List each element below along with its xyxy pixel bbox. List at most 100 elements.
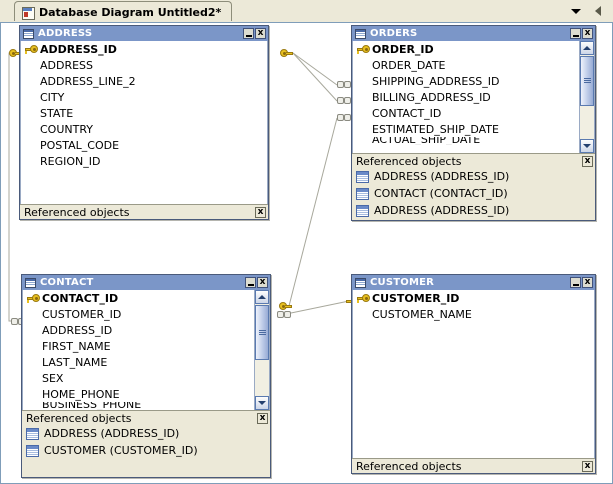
table-title-bar-orders[interactable]: ORDERS x xyxy=(352,26,595,41)
column-name: SHIPPING_ADDRESS_ID xyxy=(372,74,500,88)
close-button-contact[interactable]: x xyxy=(257,277,268,288)
column-row[interactable]: STATE xyxy=(21,105,267,121)
referenced-objects-bar-contact[interactable]: Referenced objects x xyxy=(22,410,270,425)
column-row[interactable]: SEX xyxy=(23,370,269,386)
column-row[interactable]: ACTUAL_SHIP_DATE xyxy=(353,137,594,145)
column-row[interactable]: ADDRESS_ID xyxy=(23,322,269,338)
referenced-objects-list-contact[interactable]: ADDRESS (ADDRESS_ID) CUSTOMER (CUSTOMER_… xyxy=(22,425,270,459)
chevron-down-icon[interactable] xyxy=(570,5,582,17)
scroll-up-button[interactable] xyxy=(255,290,269,304)
referenced-objects-label: Referenced objects xyxy=(356,459,462,473)
column-row[interactable]: COUNTRY xyxy=(21,121,267,137)
table-window-orders[interactable]: ORDERS x ORDER_ID ORDER_DATE SHIPPING_AD… xyxy=(351,25,596,221)
primary-key-icon xyxy=(24,42,40,56)
foreign-key-link-icon-billing-address xyxy=(337,97,351,104)
column-name: CONTACT_ID xyxy=(42,291,119,305)
minimize-button-contact[interactable] xyxy=(245,277,256,288)
vertical-scrollbar-contact[interactable] xyxy=(254,290,269,410)
referenced-objects-label: Referenced objects xyxy=(24,205,130,219)
referenced-objects-label: Referenced objects xyxy=(26,411,132,425)
column-row[interactable]: ADDRESS xyxy=(21,57,267,73)
table-name-customer: CUSTOMER xyxy=(370,277,435,288)
column-row[interactable]: REGION_ID xyxy=(21,153,267,169)
close-icon[interactable]: x xyxy=(257,412,268,424)
column-list-customer[interactable]: CUSTOMER_ID CUSTOMER_NAME xyxy=(352,290,595,458)
column-row[interactable]: ADDRESS_ID xyxy=(21,41,267,57)
table-icon xyxy=(26,444,39,457)
close-icon[interactable]: x xyxy=(582,155,593,167)
scroll-thumb[interactable] xyxy=(255,305,269,360)
column-row[interactable]: CUSTOMER_ID xyxy=(23,306,269,322)
referenced-object-item[interactable]: ADDRESS (ADDRESS_ID) xyxy=(352,202,595,219)
referenced-object-item[interactable]: CUSTOMER (CUSTOMER_ID) xyxy=(22,442,270,459)
foreign-key-link-icon-contact-customer xyxy=(277,311,291,318)
scroll-down-button[interactable] xyxy=(255,396,269,410)
table-title-bar-address[interactable]: ADDRESS x xyxy=(20,26,268,41)
column-list-address[interactable]: ADDRESS_ID ADDRESS ADDRESS_LINE_2 CITY S… xyxy=(20,41,268,204)
vertical-scrollbar-orders[interactable] xyxy=(579,41,594,153)
table-window-customer[interactable]: CUSTOMER x CUSTOMER_ID CUSTOMER_NAME Ref… xyxy=(351,274,596,474)
minimize-button-address[interactable] xyxy=(243,28,254,39)
close-button-customer[interactable]: x xyxy=(582,277,593,288)
close-icon[interactable]: x xyxy=(582,460,593,472)
key-slot xyxy=(26,355,42,369)
column-row[interactable]: ORDER_ID xyxy=(353,41,594,57)
key-slot xyxy=(26,339,42,353)
nav-left-icon[interactable] xyxy=(592,5,604,17)
column-row[interactable]: FIRST_NAME xyxy=(23,338,269,354)
referenced-object-item[interactable]: ADDRESS (ADDRESS_ID) xyxy=(352,168,595,185)
close-icon[interactable]: x xyxy=(255,206,266,218)
scroll-thumb[interactable] xyxy=(580,56,594,106)
column-row[interactable]: BILLING_ADDRESS_ID xyxy=(353,89,594,105)
column-name: FIRST_NAME xyxy=(42,339,111,353)
column-row[interactable]: CUSTOMER_ID xyxy=(353,290,594,306)
minimize-button-orders[interactable] xyxy=(570,28,581,39)
column-row[interactable]: HOME_PHONE xyxy=(23,386,269,402)
table-icon xyxy=(356,170,369,183)
table-window-address[interactable]: ADDRESS x ADDRESS_ID ADDRESS ADDRESS_LIN… xyxy=(19,25,269,220)
column-name: CUSTOMER_ID xyxy=(372,291,460,305)
column-row[interactable]: BUSINESS_PHONE xyxy=(23,402,269,410)
referenced-object-item[interactable]: CONTACT (CONTACT_ID) xyxy=(352,185,595,202)
referenced-objects-bar-orders[interactable]: Referenced objects x xyxy=(352,153,595,168)
column-row[interactable]: SHIPPING_ADDRESS_ID xyxy=(353,73,594,89)
foreign-key-link-icon-contact xyxy=(337,114,351,121)
referenced-objects-bar-customer[interactable]: Referenced objects x xyxy=(352,458,595,473)
key-slot xyxy=(26,402,42,410)
column-row[interactable]: ADDRESS_LINE_2 xyxy=(21,73,267,89)
scroll-down-button[interactable] xyxy=(580,139,594,153)
column-name: STATE xyxy=(40,106,74,120)
column-row[interactable]: LAST_NAME xyxy=(23,354,269,370)
close-button-address[interactable]: x xyxy=(255,28,266,39)
table-window-contact[interactable]: CONTACT x CONTACT_ID CUSTOMER_ID ADDRESS… xyxy=(21,274,271,478)
column-list-contact[interactable]: CONTACT_ID CUSTOMER_ID ADDRESS_ID FIRST_… xyxy=(22,290,270,410)
referenced-objects-list-orders[interactable]: ADDRESS (ADDRESS_ID) CONTACT (CONTACT_ID… xyxy=(352,168,595,219)
table-icon xyxy=(25,277,36,288)
table-name-address: ADDRESS xyxy=(38,28,93,39)
key-slot xyxy=(356,122,372,136)
column-row[interactable]: ORDER_DATE xyxy=(353,57,594,73)
column-row[interactable]: CITY xyxy=(21,89,267,105)
minimize-button-customer[interactable] xyxy=(570,277,581,288)
tab-strip: Database Diagram Untitled2* xyxy=(0,0,613,22)
key-slot xyxy=(356,137,372,145)
column-row[interactable]: CONTACT_ID xyxy=(353,105,594,121)
column-list-orders[interactable]: ORDER_ID ORDER_DATE SHIPPING_ADDRESS_ID … xyxy=(352,41,595,153)
column-row[interactable]: CUSTOMER_NAME xyxy=(353,306,594,322)
diagram-canvas[interactable]: ADDRESS x ADDRESS_ID ADDRESS ADDRESS_LIN… xyxy=(0,22,613,484)
referenced-objects-bar-address[interactable]: Referenced objects x xyxy=(20,204,268,219)
primary-key-icon xyxy=(356,291,372,305)
column-row[interactable]: POSTAL_CODE xyxy=(21,137,267,153)
column-row[interactable]: CONTACT_ID xyxy=(23,290,269,306)
column-row[interactable]: ESTIMATED_SHIP_DATE xyxy=(353,121,594,137)
close-button-orders[interactable]: x xyxy=(582,28,593,39)
table-title-bar-contact[interactable]: CONTACT x xyxy=(22,275,270,290)
key-slot xyxy=(356,74,372,88)
tab-database-diagram[interactable]: Database Diagram Untitled2* xyxy=(14,1,233,22)
column-name: ACTUAL_SHIP_DATE xyxy=(372,137,481,145)
table-title-bar-customer[interactable]: CUSTOMER x xyxy=(352,275,595,290)
scroll-up-button[interactable] xyxy=(580,41,594,55)
referenced-object-item[interactable]: ADDRESS (ADDRESS_ID) xyxy=(22,425,270,442)
key-slot xyxy=(26,371,42,385)
table-icon xyxy=(23,28,34,39)
